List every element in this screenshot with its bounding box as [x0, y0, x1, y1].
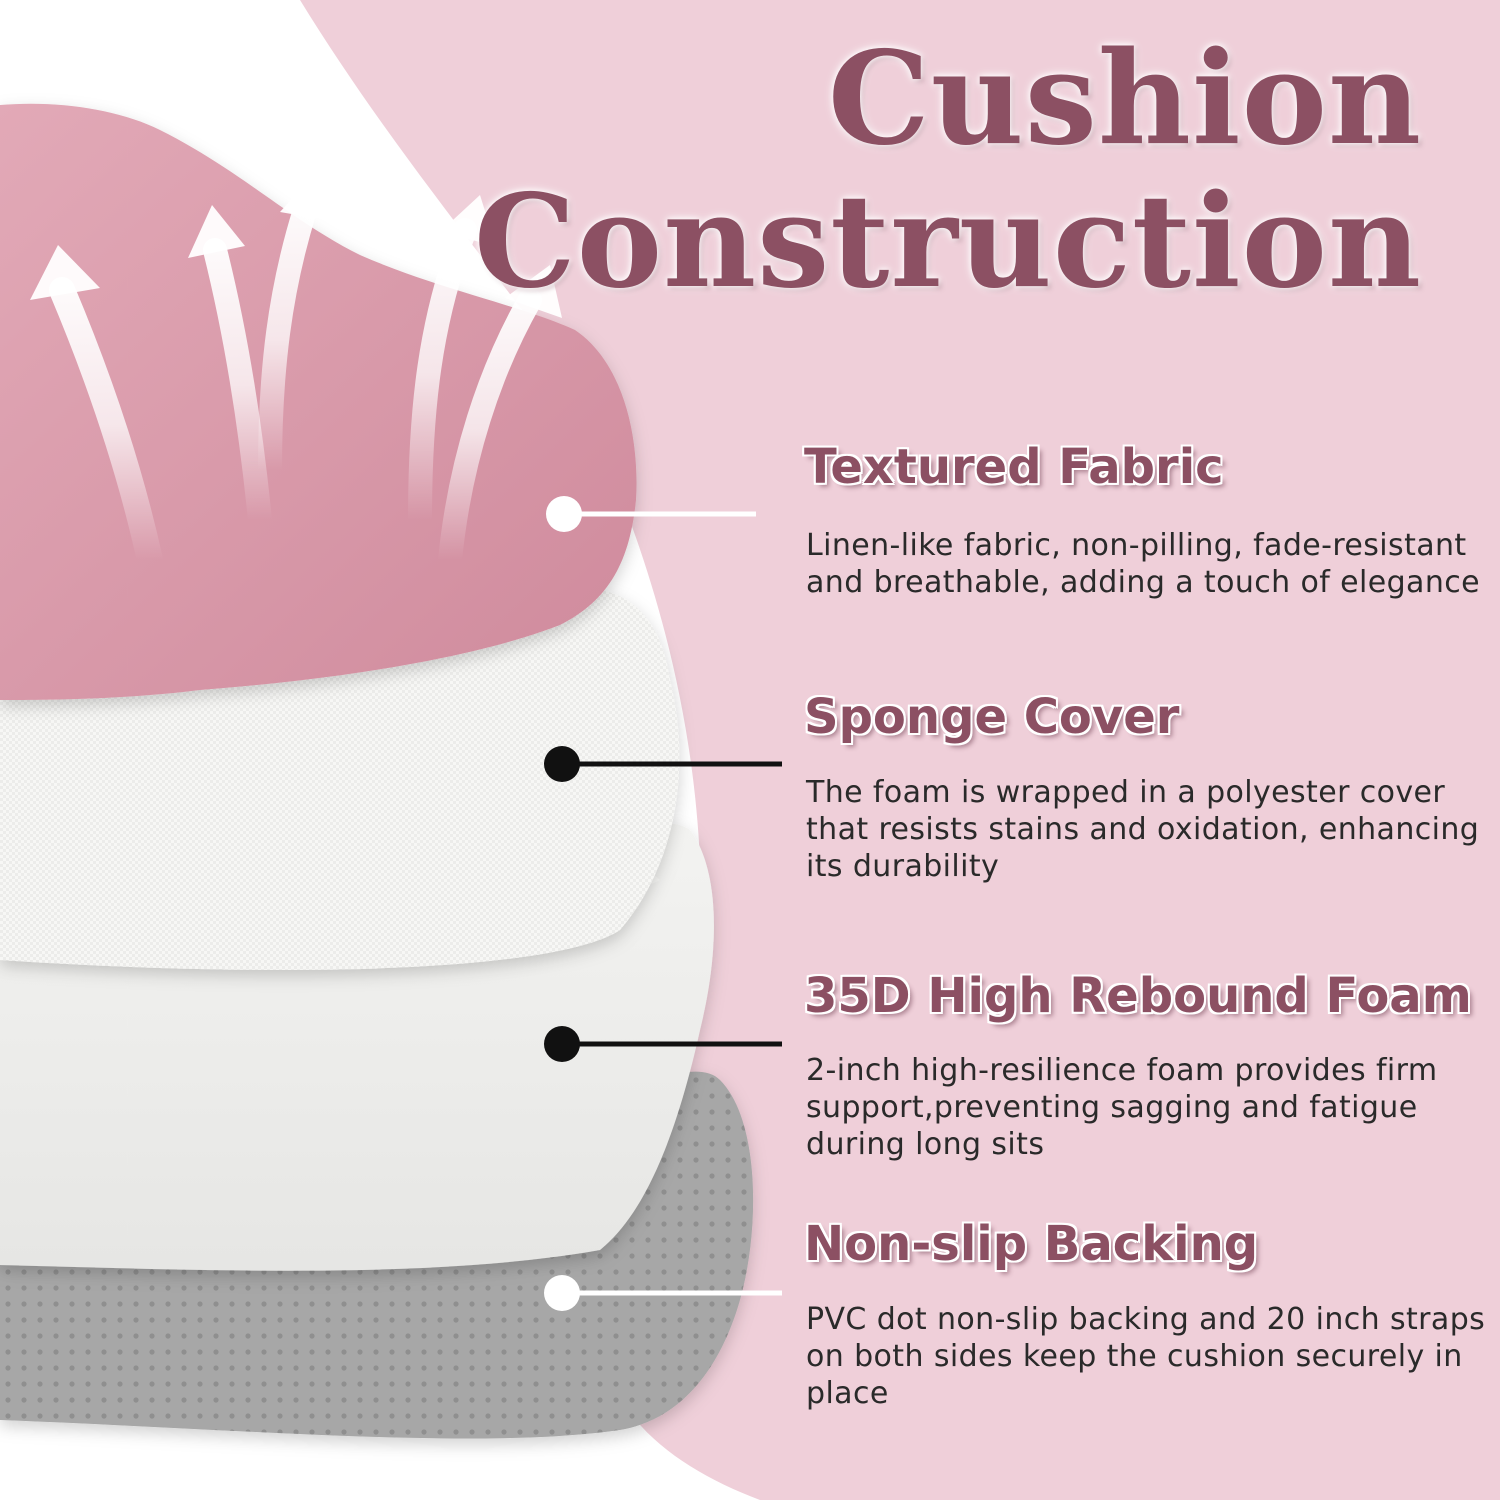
marker-dot	[544, 746, 580, 782]
callout-foam	[544, 1026, 782, 1062]
title-line-2: Construction	[473, 167, 1422, 317]
callout-sponge-cover	[544, 746, 782, 782]
airflow-arrow-icon	[438, 265, 562, 572]
airflow-arrow-icon	[188, 205, 272, 532]
feature-heading-non-slip-backing: Non-slip Backing	[804, 1216, 1259, 1272]
feature-heading-textured-fabric: Textured Fabric	[804, 439, 1224, 495]
callout-textured-fabric	[546, 496, 756, 532]
title-line-1: Cushion	[827, 24, 1422, 174]
feature-description-sponge-cover: The foam is wrapped in a polyester cover…	[806, 775, 1480, 884]
feature-description-high-rebound-foam: 2-inch high-resilience foam provides fir…	[806, 1053, 1438, 1162]
feature-heading-sponge-cover: Sponge Cover	[804, 689, 1180, 745]
feature-heading-high-rebound-foam: 35D High Rebound Foam	[804, 968, 1472, 1024]
feature-description-non-slip-backing: PVC dot non-slip backing and 20 inch str…	[806, 1302, 1486, 1411]
airflow-arrows	[30, 170, 562, 573]
airflow-arrow-icon	[258, 170, 338, 482]
marker-dot	[544, 1026, 580, 1062]
feature-description-textured-fabric: Linen-like fabric, non-pilling, fade-res…	[806, 528, 1480, 600]
marker-dot	[544, 1275, 580, 1311]
callout-backing	[544, 1275, 782, 1311]
airflow-arrow-icon	[30, 245, 163, 573]
marker-dot	[546, 496, 582, 532]
callout-connectors	[544, 496, 782, 1311]
airflow-arrow-icon	[408, 195, 496, 532]
